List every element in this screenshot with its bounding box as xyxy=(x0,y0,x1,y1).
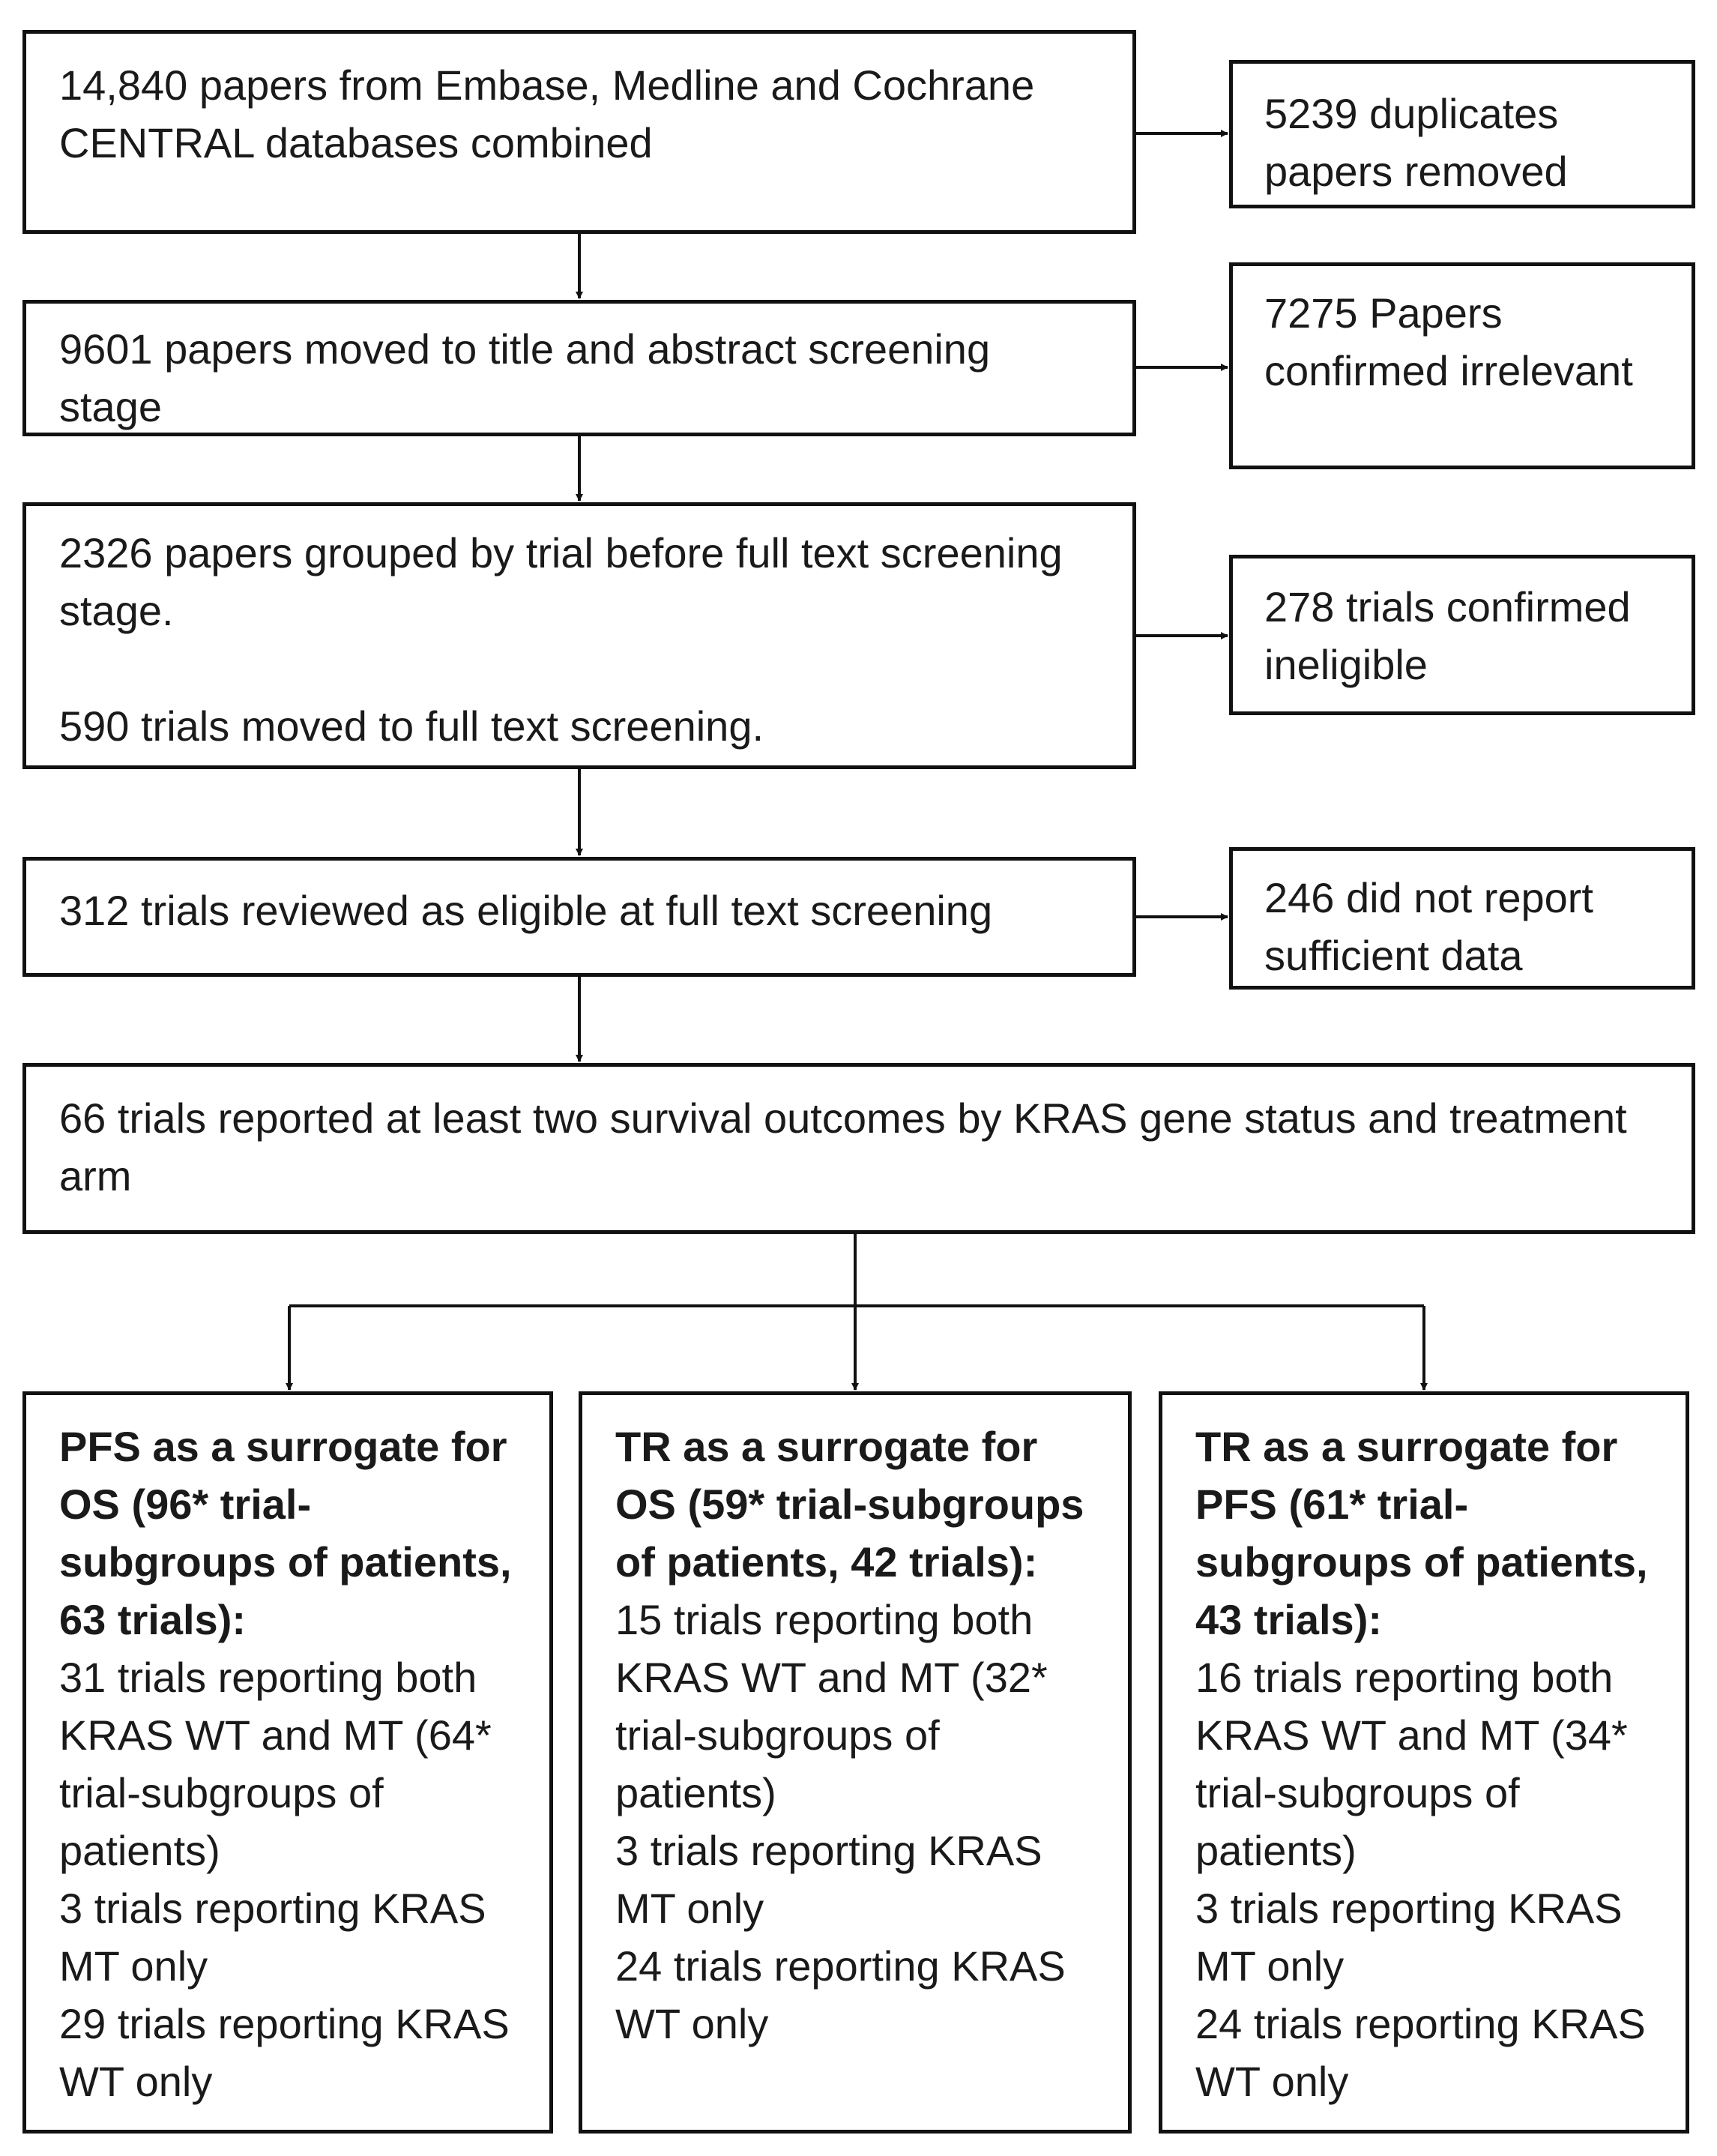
outcome-3-mt-only: 3 trials reporting KRAS MT only xyxy=(1195,1885,1623,1990)
flow-step-4: 312 trials reviewed as eligible at full … xyxy=(22,857,1136,977)
flow-step-3-spacer xyxy=(59,639,1099,697)
exclusion-2-text: 7275 Papers confirmed irrelevant xyxy=(1264,289,1633,394)
exclusion-3-text: 278 trials confirmed ineligible xyxy=(1264,583,1631,688)
flow-step-1-text: 14,840 papers from Embase, Medline and C… xyxy=(59,61,1035,166)
outcome-box-tr-pfs: TR as a surrogate for PFS (61* trial-sub… xyxy=(1159,1391,1689,2134)
outcome-2-both: 15 trials reporting both KRAS WT and MT … xyxy=(615,1596,1048,1816)
flow-step-3: 2326 papers grouped by trial before full… xyxy=(22,502,1136,769)
flow-step-4-text: 312 trials reviewed as eligible at full … xyxy=(59,887,993,934)
flow-step-2-text: 9601 papers moved to title and abstract … xyxy=(59,325,991,430)
flow-step-5-text: 66 trials reported at least two survival… xyxy=(59,1094,1627,1199)
exclusion-box-3: 278 trials confirmed ineligible xyxy=(1229,555,1695,715)
outcome-3-both: 16 trials reporting both KRAS WT and MT … xyxy=(1195,1654,1628,1874)
outcome-1-wt-only: 29 trials reporting KRAS WT only xyxy=(59,2000,510,2105)
outcome-1-both: 31 trials reporting both KRAS WT and MT … xyxy=(59,1654,492,1874)
exclusion-1-text: 5239 duplicates papers removed xyxy=(1264,90,1568,195)
outcome-3-header: TR as a surrogate for PFS (61* trial-sub… xyxy=(1195,1423,1648,1643)
outcome-1-mt-only: 3 trials reporting KRAS MT only xyxy=(59,1885,486,1990)
flow-step-3-text-a: 2326 papers grouped by trial before full… xyxy=(59,529,1063,634)
exclusion-box-4: 246 did not report sufficient data xyxy=(1229,847,1695,990)
flow-step-1: 14,840 papers from Embase, Medline and C… xyxy=(22,30,1136,234)
flow-step-5: 66 trials reported at least two survival… xyxy=(22,1063,1695,1234)
exclusion-box-2: 7275 Papers confirmed irrelevant xyxy=(1229,262,1695,469)
flow-step-2: 9601 papers moved to title and abstract … xyxy=(22,300,1136,436)
outcome-1-header: PFS as a surrogate for OS (96* trial-sub… xyxy=(59,1423,512,1643)
outcome-box-tr-os: TR as a surrogate for OS (59* trial-subg… xyxy=(579,1391,1132,2134)
outcome-3-wt-only: 24 trials reporting KRAS WT only xyxy=(1195,2000,1646,2105)
flow-step-3-text-b: 590 trials moved to full text screening. xyxy=(59,702,764,750)
exclusion-4-text: 246 did not report sufficient data xyxy=(1264,874,1593,979)
outcome-box-pfs-os: PFS as a surrogate for OS (96* trial-sub… xyxy=(22,1391,553,2134)
exclusion-box-1: 5239 duplicates papers removed xyxy=(1229,60,1695,208)
outcome-2-wt-only: 24 trials reporting KRAS WT only xyxy=(615,1942,1066,2047)
outcome-2-header: TR as a surrogate for OS (59* trial-subg… xyxy=(615,1423,1084,1586)
outcome-2-mt-only: 3 trials reporting KRAS MT only xyxy=(615,1827,1042,1932)
